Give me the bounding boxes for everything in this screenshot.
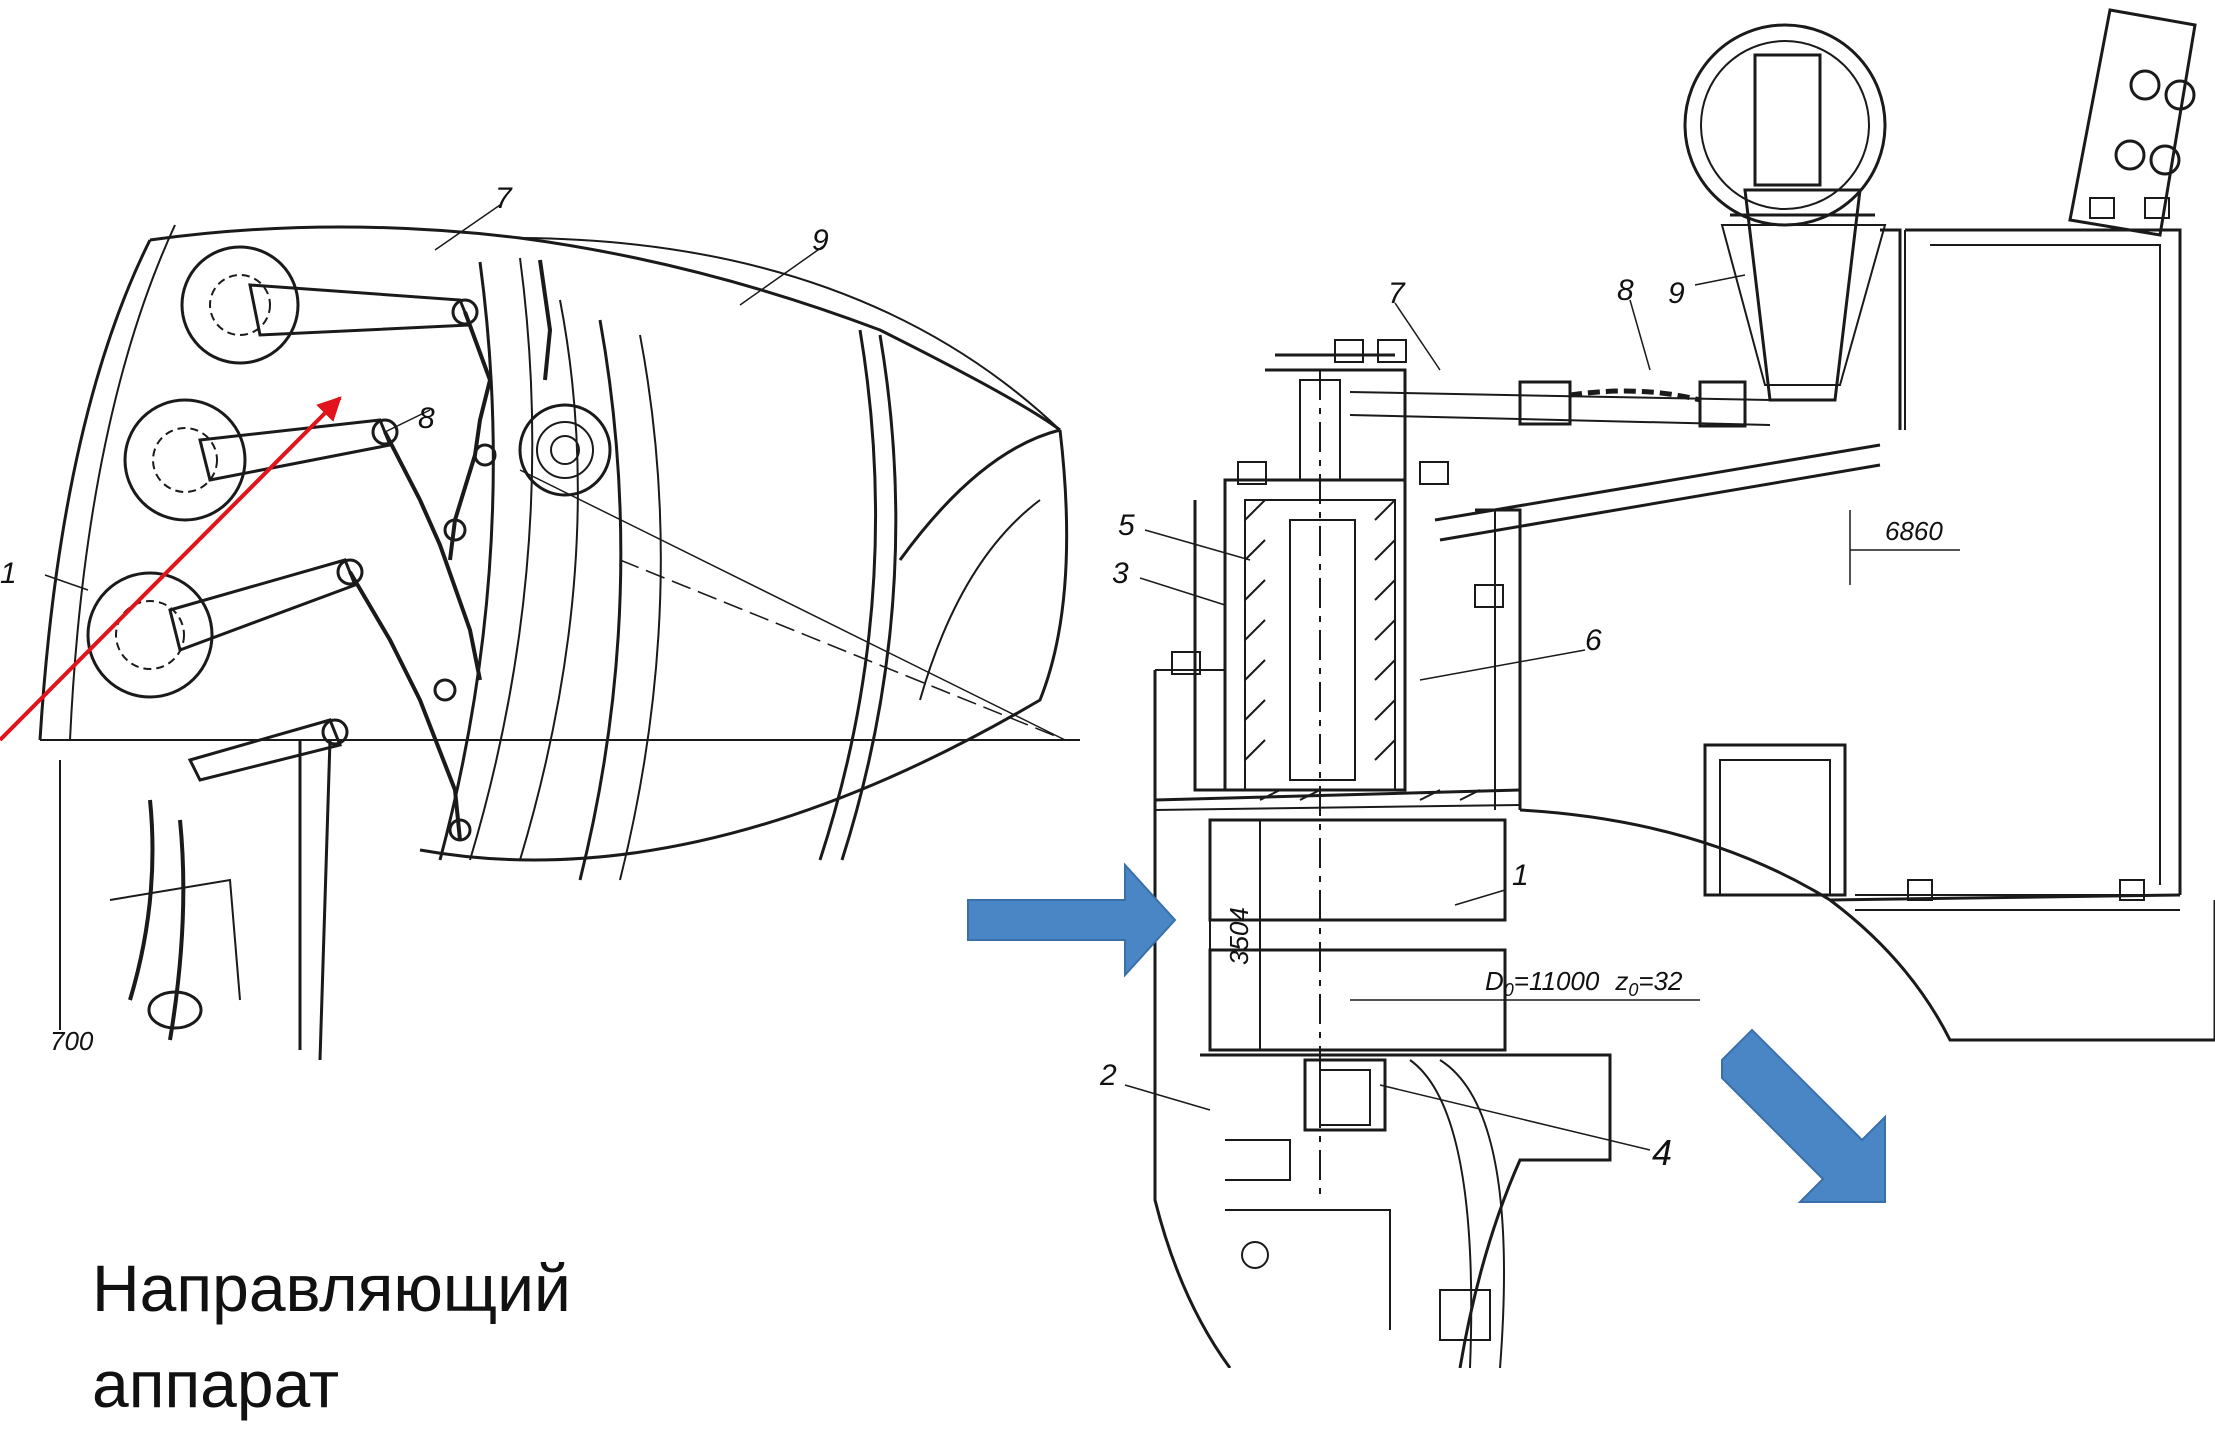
- left-lever-arms: [109, 259, 553, 1041]
- caption-text: Направляющий аппарат: [92, 1251, 571, 1421]
- right-callouts: [1124, 274, 1960, 1151]
- flow-out-arrow-icon: [1721, 1028, 1886, 1203]
- left-dimension-text: 700: [50, 1026, 94, 1056]
- right-label-5: 5: [1118, 509, 1135, 542]
- spec-z-sub: 0: [1628, 980, 1638, 1000]
- right-section-hatch: [1244, 499, 1481, 801]
- spec-z-value: =32: [1638, 966, 1683, 996]
- diagram-canvas: 7 9 8 1 700: [0, 8, 2215, 1368]
- left-vane-circles: [86, 245, 612, 699]
- right-label-1: 1: [1512, 859, 1529, 892]
- left-callouts: [44, 204, 826, 591]
- spec-d-value: =11000: [1514, 966, 1600, 996]
- left-label-8: 8: [418, 402, 435, 435]
- spec-z: z: [1614, 966, 1628, 996]
- right-dimension-top: 6860: [1885, 516, 1943, 546]
- left-labels: 7 9 8 1 700: [0, 182, 829, 1056]
- left-label-7: 7: [495, 182, 513, 215]
- right-label-6: 6: [1585, 624, 1602, 657]
- left-label-1: 1: [0, 557, 17, 590]
- right-bolts: [1171, 197, 2170, 901]
- red-pointer-arrow-icon: [0, 396, 342, 742]
- right-section-drawing: [1153, 8, 2215, 1368]
- spec-d: D: [1485, 966, 1504, 996]
- right-label-9: 9: [1668, 277, 1685, 310]
- right-dimension-vertical: 3504: [1224, 907, 1254, 965]
- right-label-3: 3: [1112, 557, 1129, 590]
- flow-in-arrow-icon: [967, 862, 1177, 978]
- right-label-2: 2: [1099, 1059, 1117, 1092]
- left-guide-vane-drawing: [38, 224, 1080, 1061]
- left-label-9: 9: [812, 224, 829, 257]
- right-label-8: 8: [1617, 274, 1634, 307]
- right-label-4: 4: [1652, 1132, 1672, 1173]
- right-label-7: 7: [1388, 277, 1406, 310]
- spec-d-sub: 0: [1504, 980, 1514, 1000]
